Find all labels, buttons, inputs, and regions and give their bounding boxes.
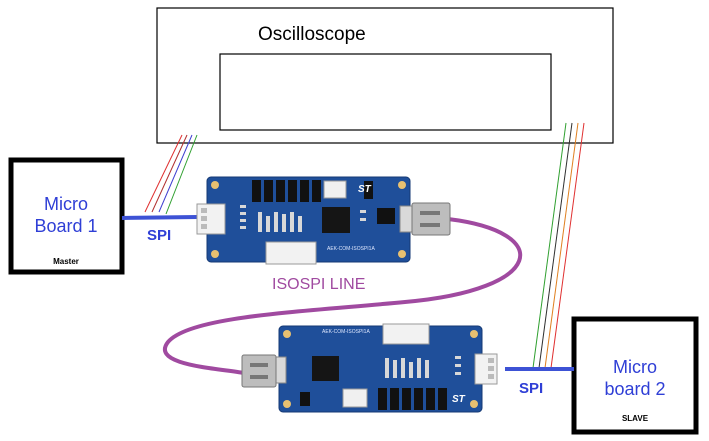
isospi-line-label: ISOSPI LINE xyxy=(272,276,366,293)
micro-board-1-line2: Board 1 xyxy=(34,216,98,236)
svg-text:ST: ST xyxy=(358,184,372,195)
probe-wires-right xyxy=(532,122,585,369)
transceiver-board-2: ST xyxy=(241,323,498,413)
micro-board-2-box xyxy=(571,316,699,435)
oscilloscope-screen xyxy=(219,53,552,131)
board-1-part-label: AEK-COM-ISOSPI1A xyxy=(327,246,375,252)
micro-board-2-label: Micro board 2 xyxy=(576,356,694,400)
master-label: Master xyxy=(53,257,79,266)
isospi-cable xyxy=(163,217,523,375)
probe-wires-left xyxy=(144,134,198,215)
slave-label: SLAVE xyxy=(621,414,649,423)
svg-text:ST: ST xyxy=(452,394,466,405)
board-2-part-label: AEK-COM-ISOSPI1A xyxy=(322,329,370,335)
spi-label-1: SPI xyxy=(147,227,172,244)
transceiver-board-1: ST xyxy=(196,176,451,265)
spi-line-1 xyxy=(121,215,199,220)
micro-board-1-label: Micro Board 1 xyxy=(12,193,120,237)
spi-label-2: SPI xyxy=(519,380,544,397)
micro-board-2-line1: Micro xyxy=(613,357,657,377)
micro-board-2-line2: board 2 xyxy=(604,379,666,399)
oscilloscope-label: Oscilloscope xyxy=(258,24,366,45)
micro-board-1-line1: Micro xyxy=(44,194,88,214)
